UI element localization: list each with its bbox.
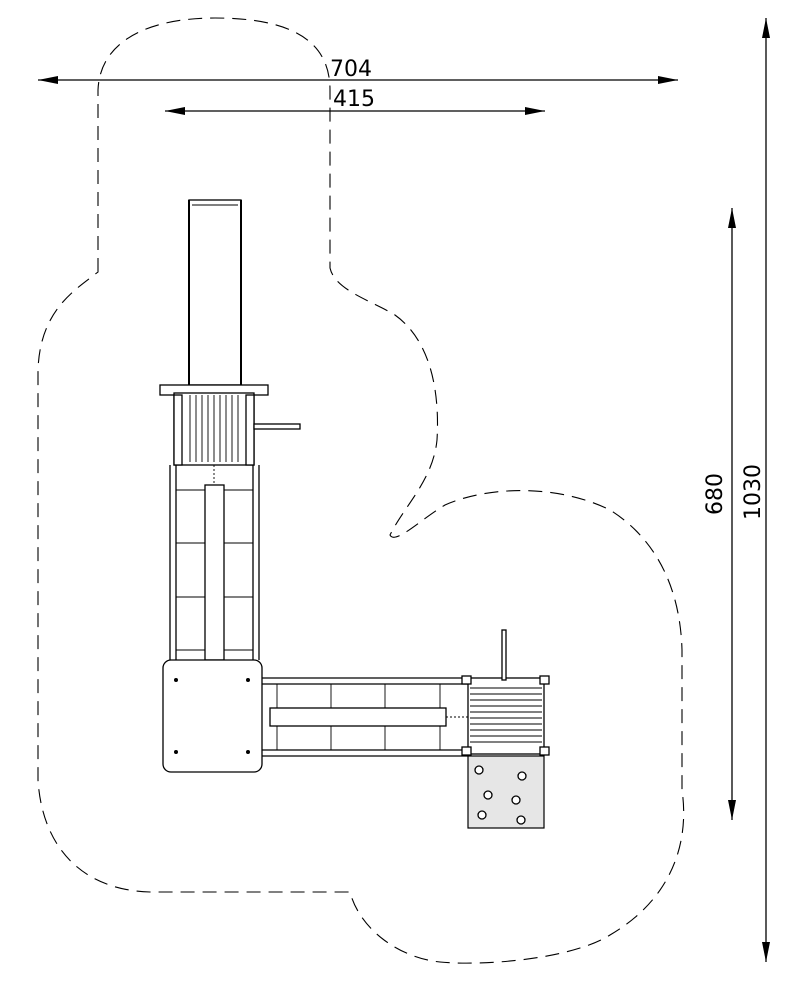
dimension-704: 704 [38,57,678,84]
tower-platform [159,384,301,466]
climbing-wall [467,755,545,829]
dimension-704-label: 704 [330,57,372,82]
dimension-415: 415 [165,87,545,115]
end-platform [461,629,550,756]
dimension-680-label: 680 [703,473,728,515]
dimension-1030-label: 1030 [741,464,766,520]
vertical-walkway [169,465,260,661]
safety-zone-outline [37,17,685,964]
dimension-1030: 1030 [741,18,770,962]
dimension-680: 680 [703,208,736,820]
dimension-415-label: 415 [333,87,375,112]
horizontal-walkway [262,677,468,757]
slide [188,199,242,386]
corner-platform [162,659,263,773]
